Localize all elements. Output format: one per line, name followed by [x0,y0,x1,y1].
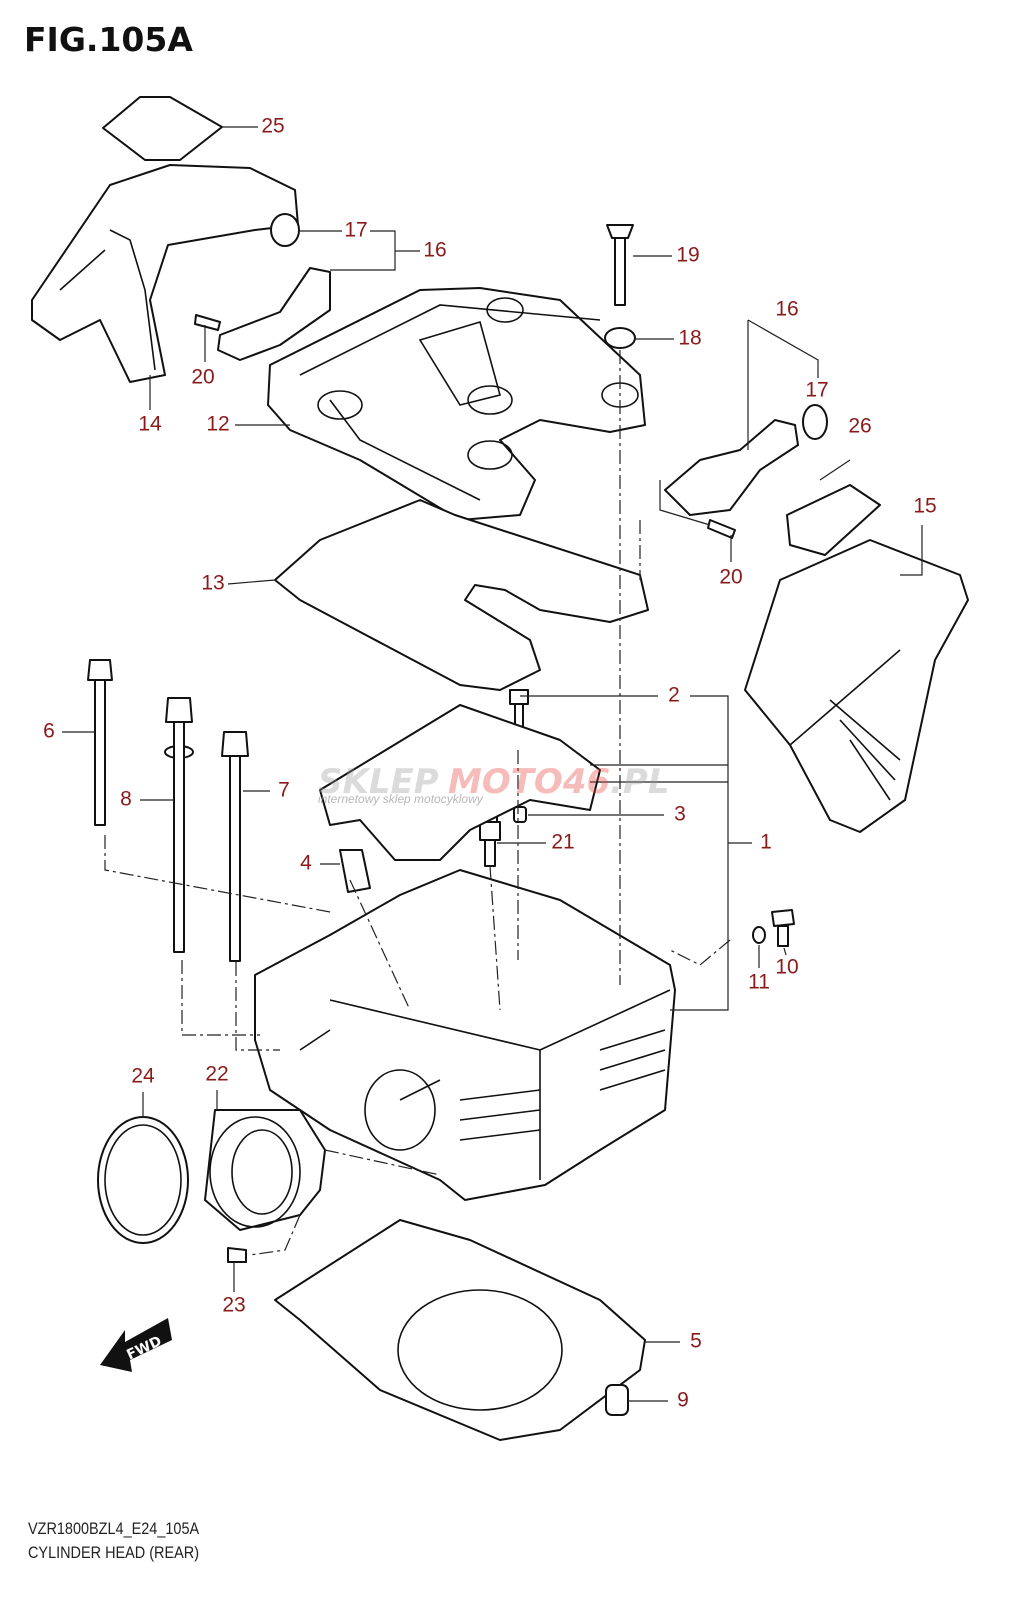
callout-9[interactable]: 9 [677,1389,689,1412]
diagram-caption: CYLINDER HEAD (REAR) [28,1543,200,1562]
callout-14[interactable]: 14 [138,413,162,436]
part-3-dowel[interactable] [513,806,527,823]
callout-8[interactable]: 8 [120,788,132,811]
callout-10[interactable]: 10 [775,956,798,979]
callout-5[interactable]: 5 [690,1330,702,1353]
watermark-logo: SKLEP MOTO46 .PL internetowy sklep motoc… [318,762,670,806]
part-11-washer[interactable] [752,926,766,944]
callout-3[interactable]: 3 [674,803,686,826]
part-17-grommet[interactable] [270,213,300,247]
part-9-dowel[interactable] [605,1384,629,1416]
callout-20[interactable]: 20 [719,566,742,589]
part-6-bolt[interactable] [87,659,113,826]
svg-text:.PL: .PL [610,762,670,802]
part-7-bolt[interactable] [221,731,249,962]
callout-16[interactable]: 16 [775,298,798,321]
figure-title: FIG.105A [24,20,193,59]
callout-13[interactable]: 13 [201,572,224,595]
part-10-bolt[interactable] [771,909,795,947]
callout-20[interactable]: 20 [191,366,214,389]
callout-22[interactable]: 22 [205,1063,228,1086]
callout-11[interactable]: 11 [748,971,770,994]
callout-1[interactable]: 1 [760,831,772,854]
callout-12[interactable]: 12 [206,413,229,436]
callout-18[interactable]: 18 [678,327,701,350]
part-5-head-gasket[interactable] [274,1219,646,1441]
svg-text:MOTO46: MOTO46 [448,762,610,802]
part-13-gasket[interactable] [274,499,649,691]
part-18-washer[interactable] [604,327,636,349]
part-26-pad[interactable] [786,484,881,556]
callout-15[interactable]: 15 [913,495,936,518]
part-22-intake-pipe[interactable] [204,1109,326,1231]
callout-21[interactable]: 21 [551,831,574,854]
callout-26[interactable]: 26 [848,415,871,438]
callout-2[interactable]: 2 [668,684,680,707]
svg-text:SKLEP: SKLEP [318,762,439,802]
part-20-bolt-right[interactable] [707,519,736,539]
callout-lines [62,126,923,1402]
diagram-code: VZR1800BZL4_E24_105A [28,1519,200,1538]
callout-25[interactable]: 25 [261,115,284,138]
part-4-valve-lifter[interactable] [339,849,371,893]
part-23-screw[interactable] [227,1247,247,1263]
part-19-bolt[interactable] [606,224,634,306]
part-8-bolt[interactable] [164,697,194,953]
part-16-bracket[interactable] [217,267,331,361]
callout-4[interactable]: 4 [300,852,312,875]
part-15-cover[interactable] [744,539,969,833]
cam-holder [319,704,601,861]
part-17-grommet-right[interactable] [802,404,828,440]
part-14-cover[interactable] [31,164,299,383]
part-24-clamp[interactable] [97,1116,189,1244]
callout-24[interactable]: 24 [131,1065,155,1088]
callout-23[interactable]: 23 [222,1294,245,1317]
callout-17[interactable]: 17 [805,379,828,402]
part-20-bolt[interactable] [194,314,221,331]
callout-7[interactable]: 7 [278,779,290,802]
part-25-pad[interactable] [102,96,223,161]
footer: VZR1800BZL4_E24_105A CYLINDER HEAD (REAR… [28,1517,199,1565]
part-12-head-cover[interactable] [267,287,646,521]
callout-17[interactable]: 17 [344,219,367,242]
part-16-bracket-right[interactable] [664,419,799,516]
callout-16[interactable]: 16 [423,239,446,262]
callout-6[interactable]: 6 [43,720,55,743]
fwd-arrow-icon: FWD [100,1318,172,1372]
callout-19[interactable]: 19 [676,244,699,267]
svg-text:internetowy sklep motocyklowy: internetowy sklep motocyklowy [318,792,484,806]
